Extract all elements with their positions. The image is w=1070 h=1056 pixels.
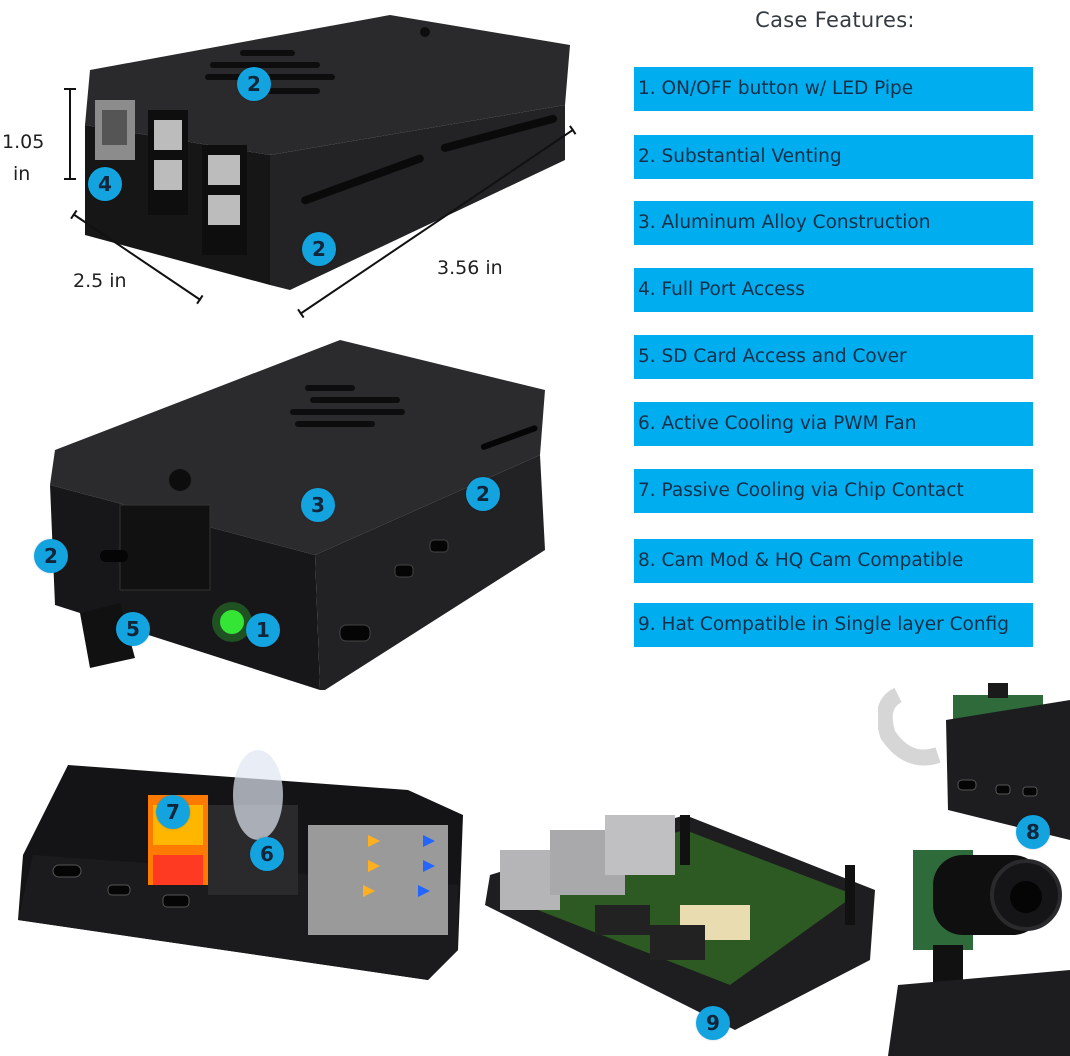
badge-side-vent: 2 xyxy=(302,232,336,266)
width-label: 2.5 in xyxy=(73,270,127,292)
board-hat-image xyxy=(485,815,875,1030)
badge-port-access: 4 xyxy=(88,167,122,201)
feature-passive-cooling: 7. Passive Cooling via Chip Contact xyxy=(634,469,1033,513)
badge-top-vent: 2 xyxy=(237,67,271,101)
height-dimension-cap-bottom xyxy=(64,178,76,180)
camera-compatibility-image xyxy=(878,683,1070,1056)
badge-side-vent-mid: 2 xyxy=(466,477,500,511)
badge-aluminum: 3 xyxy=(301,488,335,522)
case-top-view-image xyxy=(85,15,570,290)
feature-aluminum: 3. Aluminum Alloy Construction xyxy=(634,201,1033,245)
cooling-cutaway-image xyxy=(18,750,463,980)
feature-on-off-button: 1. ON/OFF button w/ LED Pipe xyxy=(634,67,1033,111)
height-value-label: 1.05 xyxy=(2,131,45,153)
feature-sd-card: 5. SD Card Access and Cover xyxy=(634,335,1033,379)
feature-active-cooling: 6. Active Cooling via PWM Fan xyxy=(634,402,1033,446)
badge-passive-cooling: 7 xyxy=(156,795,190,829)
feature-venting: 2. Substantial Venting xyxy=(634,135,1033,179)
height-unit-label: in xyxy=(13,163,31,185)
feature-camera: 8. Cam Mod & HQ Cam Compatible xyxy=(634,539,1033,583)
feature-port-access: 4. Full Port Access xyxy=(634,268,1033,312)
feature-hat: 9. Hat Compatible in Single layer Config xyxy=(634,603,1033,647)
height-dimension-cap-top xyxy=(64,88,76,90)
features-title: Case Features: xyxy=(755,8,915,32)
badge-sd-card: 5 xyxy=(116,612,150,646)
badge-front-vent: 2 xyxy=(34,539,68,573)
height-dimension-line xyxy=(69,88,71,180)
badge-camera: 8 xyxy=(1016,815,1050,849)
length-label: 3.56 in xyxy=(437,257,503,279)
badge-active-cooling: 6 xyxy=(250,837,284,871)
badge-on-off-button: 1 xyxy=(246,613,280,647)
badge-hat: 9 xyxy=(696,1006,730,1040)
